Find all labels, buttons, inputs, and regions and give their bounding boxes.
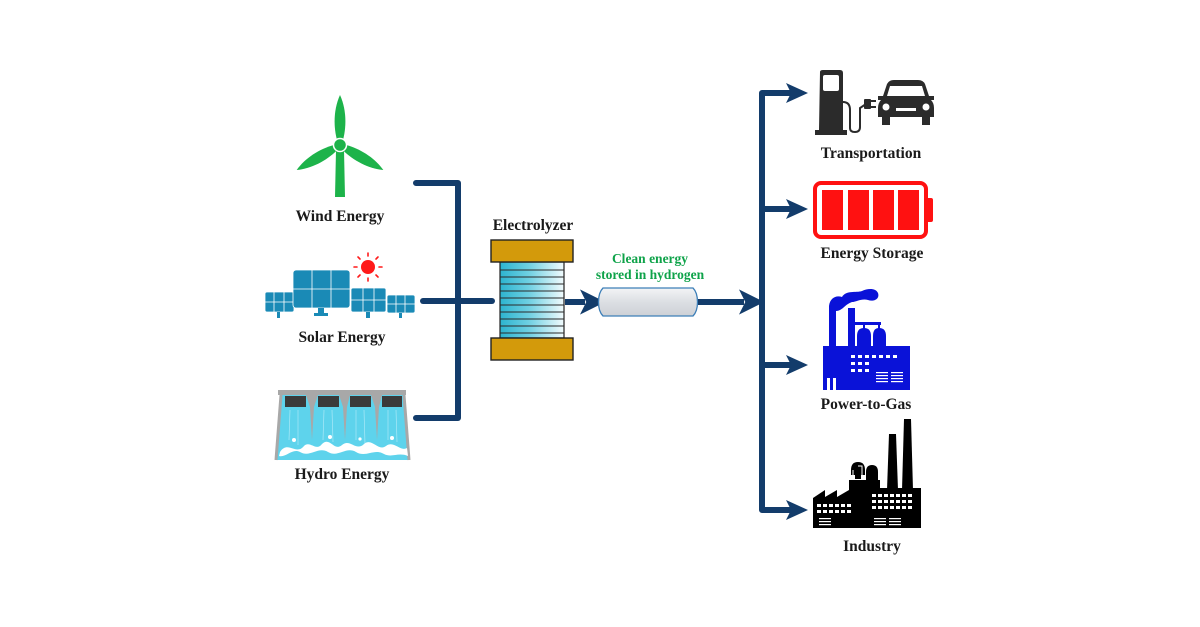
wind-energy-label: Wind Energy	[295, 208, 385, 225]
battery-cell	[873, 190, 894, 230]
wind-turbine-icon	[296, 95, 384, 197]
arrow-to-power-to-gas	[786, 355, 808, 375]
fuel-pump-icon	[815, 70, 876, 135]
hydro-energy-label: Hydro Energy	[294, 466, 390, 483]
electrolyzer-label: Electrolyzer	[492, 217, 574, 234]
energy-storage-label: Energy Storage	[820, 245, 924, 262]
sun-icon	[353, 252, 383, 282]
industry-label: Industry	[843, 538, 901, 555]
solar-energy-label: Solar Energy	[298, 329, 386, 346]
application-connector	[759, 90, 793, 513]
application-arrowheads	[786, 83, 808, 520]
hydrogen-tank-icon	[597, 287, 699, 317]
electrolyzer-top-plate	[490, 239, 574, 263]
hydrogen-storage-label-line1: Clean energy	[611, 251, 689, 266]
battery-cell	[848, 190, 869, 230]
hydro-dam-icon	[274, 390, 411, 461]
hydrogen-storage-label: Clean energy stored in hydrogen	[596, 251, 704, 283]
electrolyzer-bottom-plate	[490, 337, 574, 361]
power-to-gas-label: Power-to-Gas	[820, 396, 912, 413]
hydrogen-storage-label-line2: stored in hydrogen	[595, 266, 705, 282]
arrow-to-industry	[786, 500, 808, 520]
power-to-gas-plant-icon	[823, 288, 910, 390]
arrow-to-energy-storage	[786, 199, 808, 219]
arrow-to-transportation	[786, 83, 808, 103]
smoke-icon	[829, 288, 879, 311]
ev-charging-icon	[815, 70, 934, 135]
solar-panels-icon	[264, 252, 416, 318]
transportation-label: Transportation	[820, 145, 922, 162]
battery-icon	[813, 181, 933, 239]
factory-icon	[813, 419, 921, 528]
source-connector	[413, 180, 495, 421]
battery-cell	[822, 190, 843, 230]
electrolyzer-icon	[490, 239, 574, 361]
battery-cell	[898, 190, 919, 230]
car-icon	[878, 80, 934, 125]
